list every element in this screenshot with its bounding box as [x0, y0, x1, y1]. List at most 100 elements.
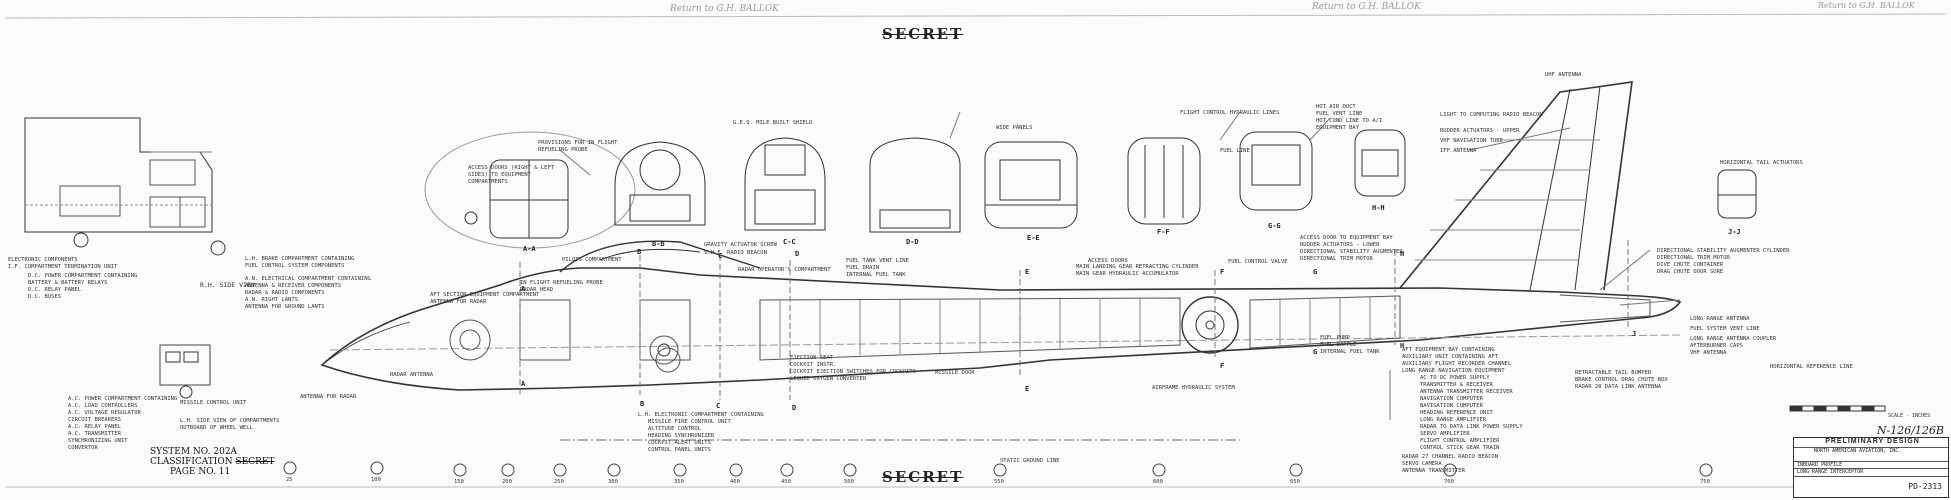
callout: ACCESS DOOR TO EQUIPMENT BAY	[1300, 235, 1393, 241]
security-stamp-bottom: SECRET	[882, 468, 964, 486]
section-f-f	[1127, 137, 1201, 225]
callout: RADAR TO DATA LINK POWER SUPPLY	[1420, 424, 1523, 430]
cut-letter: F	[1220, 268, 1225, 276]
station-number: 450	[781, 479, 791, 485]
callout: ANTENNA FOR RADAR	[300, 394, 357, 400]
callout: AFTERBURNER CAPS	[1690, 343, 1743, 349]
cut-letter: A	[521, 285, 526, 293]
station-number: 25	[286, 477, 293, 483]
station-number: 100	[371, 477, 381, 483]
cut-letter: E	[1025, 385, 1030, 393]
callout: ALTITUDE CONTROL	[648, 426, 701, 432]
company-name: NORTH AMERICAN AVIATION, INC.	[1794, 448, 1948, 462]
callout: FUEL SYSTEM VENT LINE	[1690, 326, 1760, 332]
section-e-e	[984, 141, 1078, 229]
callout: NAVIGATION COMPUTER	[1420, 403, 1483, 409]
callout: STATIC GROUND LINE	[1000, 458, 1060, 464]
callout: DIRECTIONAL STABILITY AUGMENTER	[1300, 249, 1403, 255]
section-label-a-a: A-A	[523, 245, 536, 253]
station-number: 750	[1700, 479, 1710, 485]
drawing-number: N-126/126B	[1876, 424, 1944, 437]
callout: FUEL LINE	[1220, 148, 1250, 154]
station-number: 400	[730, 479, 740, 485]
callout: IFF ANTENNA	[1440, 148, 1477, 154]
callout: LONG RANGE NAVIGATION EQUIPMENT	[1402, 368, 1505, 374]
callout: OUTBOARD OF WHEEL WELL	[180, 425, 253, 431]
callout: ELECTRONIC COMPONENTS	[8, 257, 78, 263]
callout: IN FLIGHT REFUELING PROBE	[520, 280, 603, 286]
title-block: N-126/126B PRELIMINARY DESIGN NORTH AMER…	[1793, 424, 1949, 498]
station-number: 550	[994, 479, 1004, 485]
callout: RADAR HEAD	[520, 287, 554, 293]
station-number: 500	[844, 479, 854, 485]
callout: FLIGHT CONTROL HYDRAULIC LINES	[1180, 110, 1280, 116]
cut-letter: B	[640, 400, 645, 408]
section-label-b-b: B-B	[652, 240, 665, 248]
callout: CIRCUIT BREAKERS	[68, 417, 121, 423]
section-label-e-e: E-E	[1027, 234, 1040, 242]
callout: FUEL VENT LINE	[1316, 111, 1363, 117]
callout: HEADING REFERENCE UNIT	[1420, 410, 1493, 416]
callout: LONG RANGE AMPLIFIER	[1420, 417, 1487, 423]
callout: PILOTS COMPARTMENT	[562, 257, 622, 263]
callout: R.H. SIDE VIEW	[200, 281, 255, 289]
callout: L.H. BRAKE COMPARTMENT CONTAINING	[245, 256, 355, 262]
callout: COCKPIT ALERT UNITS	[648, 440, 711, 446]
classification-line: CLASSIFICATION SECRET	[150, 457, 274, 467]
callout: FUEL BAFFLE	[1320, 342, 1357, 348]
callout: D.C. RELAY PANEL	[28, 287, 81, 293]
callout: NAVIGATION COMPUTER	[1420, 396, 1483, 402]
vertical-tail	[1399, 81, 1633, 291]
callout: L.H. ELECTRONIC COMPARTMENT CONTAINING	[638, 412, 764, 418]
callout: FUEL DRAIN	[846, 265, 880, 271]
station-number: 600	[1153, 479, 1163, 485]
callout: AC TO DC POWER SUPPLY	[1420, 375, 1490, 381]
classification-struck: SECRET	[235, 457, 275, 467]
preliminary-design-label: PRELIMINARY DESIGN	[1794, 438, 1948, 448]
callout: DIVE CHUTE CONTAINER	[1657, 262, 1724, 268]
handwritten-return-note-mid: Return to G.H. BALLOK	[1312, 2, 1421, 12]
callout: ACCESS DOORS (RIGHT & LEFT SIDES) TO EQU…	[468, 165, 555, 185]
cut-letter: B	[637, 248, 642, 256]
callout: GRAVITY ACTUATOR SCREW	[704, 242, 777, 248]
callout: RADAR 27 CHANNEL RADIO BEACON	[1402, 454, 1499, 460]
callout: MAIN GEAR HYDRAULIC ACCUMULATOR	[1076, 271, 1179, 277]
cut-letter: C	[718, 252, 723, 260]
section-d-d	[869, 137, 961, 233]
cut-letter: D	[792, 404, 797, 412]
callout: FUEL PUMP	[1320, 335, 1350, 341]
cut-letter: J	[1632, 330, 1637, 338]
callout: A.C. VOLTAGE REGULATOR	[68, 410, 141, 416]
callout: AUXILIARY FLIGHT RECORDER CHANNEL	[1402, 361, 1512, 367]
section-label-f-f: F-F	[1157, 228, 1170, 236]
callout: RADAR & RADIO COMPONENTS	[245, 290, 325, 296]
callout: VHF NAVIGATION TUBE	[1440, 138, 1503, 144]
station-number: 200	[502, 479, 512, 485]
callout: ANTENNA FOR RADAR	[430, 299, 487, 305]
section-label-c-c: C-C	[783, 238, 796, 246]
callout: A.C. TRANSMITTER	[68, 431, 121, 437]
page-number: PAGE NO. 11	[170, 467, 231, 477]
station-number: 150	[454, 479, 464, 485]
system-classification-block: SYSTEM NO. 202A CLASSIFICATION SECRET PA…	[150, 447, 274, 477]
callout: G.E.Q. MILE BUILT SHIELD	[733, 120, 813, 126]
forward-compartment-view	[24, 117, 213, 233]
section-label-j-j: J-J	[1728, 228, 1741, 236]
callout: COCKPIT INSTR.	[790, 362, 837, 368]
callout: MISSILE DOOR	[935, 370, 975, 376]
callout: COCKPIT EJECTION SWITCHES FOR COCKPITS	[790, 369, 916, 375]
callout: PROVISIONS FOR IN FLIGHT REFUELING PROBE	[538, 140, 618, 153]
callout: A.C. LOAD CONTROLLERS	[68, 403, 138, 409]
callout: AIRFRAME HYDRAULIC SYSTEM	[1152, 385, 1235, 391]
callout: AFT EQUIPMENT BAY CONTAINING	[1402, 347, 1495, 353]
fuselage-outline	[320, 267, 1682, 391]
callout: ACCESS DOORS	[1088, 258, 1128, 264]
callout: FUEL CONTROL SYSTEM COMPONENTS	[245, 263, 345, 269]
cut-letter: G	[1313, 268, 1318, 276]
callout: TRANSMITTER & RECEIVER	[1420, 382, 1493, 388]
section-h-h	[1354, 129, 1406, 197]
callout: MAIN LANDING GEAR RETRACTING CYLINDER	[1076, 264, 1199, 270]
section-j-j	[1717, 169, 1757, 219]
callout: I.F. COMPARTMENT TERMINATION UNIT	[8, 264, 118, 270]
